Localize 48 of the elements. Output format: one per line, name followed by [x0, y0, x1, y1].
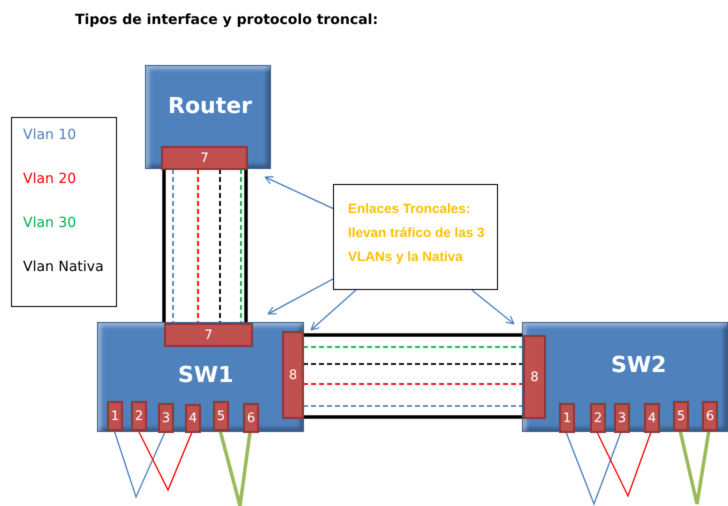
legend-entry: Vlan 10: [23, 127, 76, 143]
port-block: 7: [164, 323, 253, 347]
diagram-title: Tipos de interface y protocolo troncal:: [75, 12, 378, 28]
device-label: SW2: [611, 353, 666, 378]
vlan-line: [303, 363, 522, 365]
device-box: [97, 322, 304, 432]
arrow: [264, 176, 334, 210]
vlan-line: [219, 169, 221, 322]
port-block: 6: [702, 401, 718, 431]
legend-entry: Vlan Nativa: [23, 259, 104, 275]
vlan-line: [303, 383, 522, 385]
cable-line: [113, 430, 166, 499]
cable-line: [137, 430, 193, 492]
device-box: [522, 322, 728, 432]
port-block: 5: [213, 401, 229, 431]
legend-entry: Vlan 30: [23, 215, 76, 231]
device-label: Router: [168, 94, 252, 119]
port-block: 6: [243, 403, 259, 433]
callout-box: Enlaces Troncales: llevan tráfico de las 3 VLANs y la Nativa: [333, 184, 498, 290]
cable-line: [678, 430, 711, 506]
vlan-line: [197, 169, 199, 322]
vlan-line: [240, 169, 242, 322]
port-block: 2: [590, 403, 606, 433]
vlan-line: [172, 169, 174, 322]
device-label: SW1: [178, 363, 234, 388]
port-block: 8: [282, 331, 304, 419]
cable-line: [565, 432, 622, 506]
arrow: [310, 290, 356, 331]
port-block: 1: [107, 401, 123, 431]
legend-entry: Vlan 20: [23, 171, 76, 187]
trunk-cable: [301, 333, 524, 419]
port-block: 3: [614, 403, 630, 433]
port-block: 8: [523, 335, 546, 419]
port-block: 2: [131, 401, 147, 431]
vlan-line: [303, 405, 522, 407]
vlan-line: [303, 346, 522, 348]
cable-line: [218, 430, 252, 506]
port-block: 1: [559, 403, 575, 433]
port-block: 7: [161, 146, 248, 170]
arrow: [471, 290, 515, 325]
arrow: [267, 278, 334, 315]
port-block: 3: [158, 403, 174, 433]
port-block: 4: [644, 403, 660, 433]
port-block: 5: [673, 401, 689, 431]
trunk-cable: [162, 167, 248, 324]
port-block: 4: [185, 404, 201, 433]
device-box: [145, 65, 271, 169]
cable-line: [596, 432, 652, 498]
